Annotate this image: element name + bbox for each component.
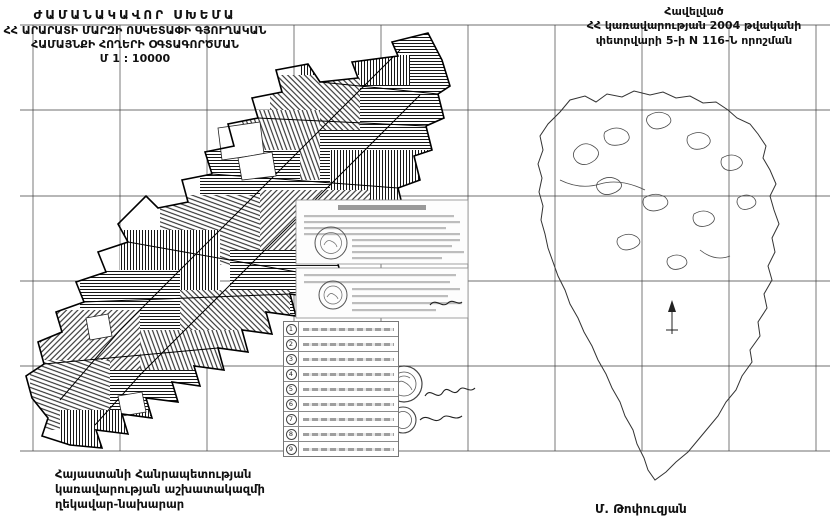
legend-row-entry [303,357,394,361]
legend-row-number: 9 [285,443,297,455]
legend-row-number: 7 [285,413,297,425]
legend-row: 3 [284,352,398,367]
legend-row-number: 5 [285,383,297,395]
issuer-line3: ղեկավար-նախարար [55,496,185,511]
north-arrow-icon [666,300,678,334]
legend-row-number: 8 [285,428,297,440]
legend-row-entry [303,447,394,451]
legend-row-entry [303,417,394,421]
overview-map [537,90,780,481]
legend-row-number-badge: 4 [284,367,299,381]
legend-row-number: 3 [285,353,297,365]
signatory-name: Մ. Թոփուզյան [595,502,687,516]
round-stamp [314,226,348,260]
legend-row-number: 6 [285,398,297,410]
legend-row-number: 1 [285,323,297,335]
legend-row-number-badge: 7 [284,412,299,426]
legend-row-number: 4 [285,368,297,380]
annex-line2: ՀՀ կառավարության 2004 թվականի [586,19,802,33]
map-title-line1: ԺԱՄԱՆԱԿԱՎՈՐ ՍԽԵՄԱ [33,8,237,22]
legend-row-number-badge: 1 [284,322,299,336]
legend-row-number-badge: 2 [284,337,299,351]
legend-row-number-badge: 6 [284,397,299,411]
certification-area [295,199,476,434]
legend-row-entry [303,402,394,406]
certificate-block-upper [295,199,469,265]
legend-row-entry [303,342,394,346]
legend-row-entry [303,432,394,436]
legend-row-number-badge: 3 [284,352,299,366]
map-title-line3: ՀԱՄԱՅՆՔԻ ՀՈՂԵՐԻ ՕԳՏԱԳՈՐԾՄԱՆ [31,37,239,51]
legend-row-number: 2 [285,338,297,350]
legend-row-entry [303,387,394,391]
issuer-block: Հայաստանի Հանրապետության կառավարության ա… [55,467,265,512]
issuer-line2: կառավարության աշխատակազմի [55,481,265,496]
legend-row-number-badge: 5 [284,382,299,396]
legend-row: 9 [284,442,398,456]
legend-row-entry [303,327,394,331]
legend-row: 6 [284,397,398,412]
legend-row-number-badge: 8 [284,427,299,441]
legend-row: 7 [284,412,398,427]
legend-row-number-badge: 9 [284,442,299,456]
annex-line1: Հավելված [664,5,724,18]
legend-row: 5 [284,382,398,397]
legend-row: 2 [284,337,398,352]
map-clearings [85,121,277,417]
annex-note-block: Հավելված ՀՀ կառավարության 2004 թվականի փ… [556,5,832,48]
legend-row-entry [303,372,394,376]
round-stamp [318,280,348,310]
map-title-line2: ՀՀ ԱՐԱՐԱՏԻ ՄԱՐԶԻ ՈՍԿԵՏԱՓԻ ԳՅՈՒՂԱԿԱՆ [3,23,267,37]
handwritten-signature-marks [419,300,476,422]
overview-map-contours [559,111,757,270]
legend-row: 8 [284,427,398,442]
certificate-block-lower [295,267,469,319]
legend-table: 1 2 3 4 5 6 7 8 9 [283,321,399,457]
map-scale: Մ 1 : 10000 [99,52,171,66]
annex-line3: փետրվարի 5-ի N 116-Ն որոշման [595,33,793,47]
overview-map-outline [537,90,780,481]
map-title-block: ԺԱՄԱՆԱԿԱՎՈՐ ՍԽԵՄԱ ՀՀ ԱՐԱՐԱՏԻ ՄԱՐԶԻ ՈՍԿԵՏ… [2,8,268,66]
legend-row: 1 [284,322,398,337]
issuer-line1: Հայաստանի Հանրապետության [55,467,252,481]
legend-row: 4 [284,367,398,382]
